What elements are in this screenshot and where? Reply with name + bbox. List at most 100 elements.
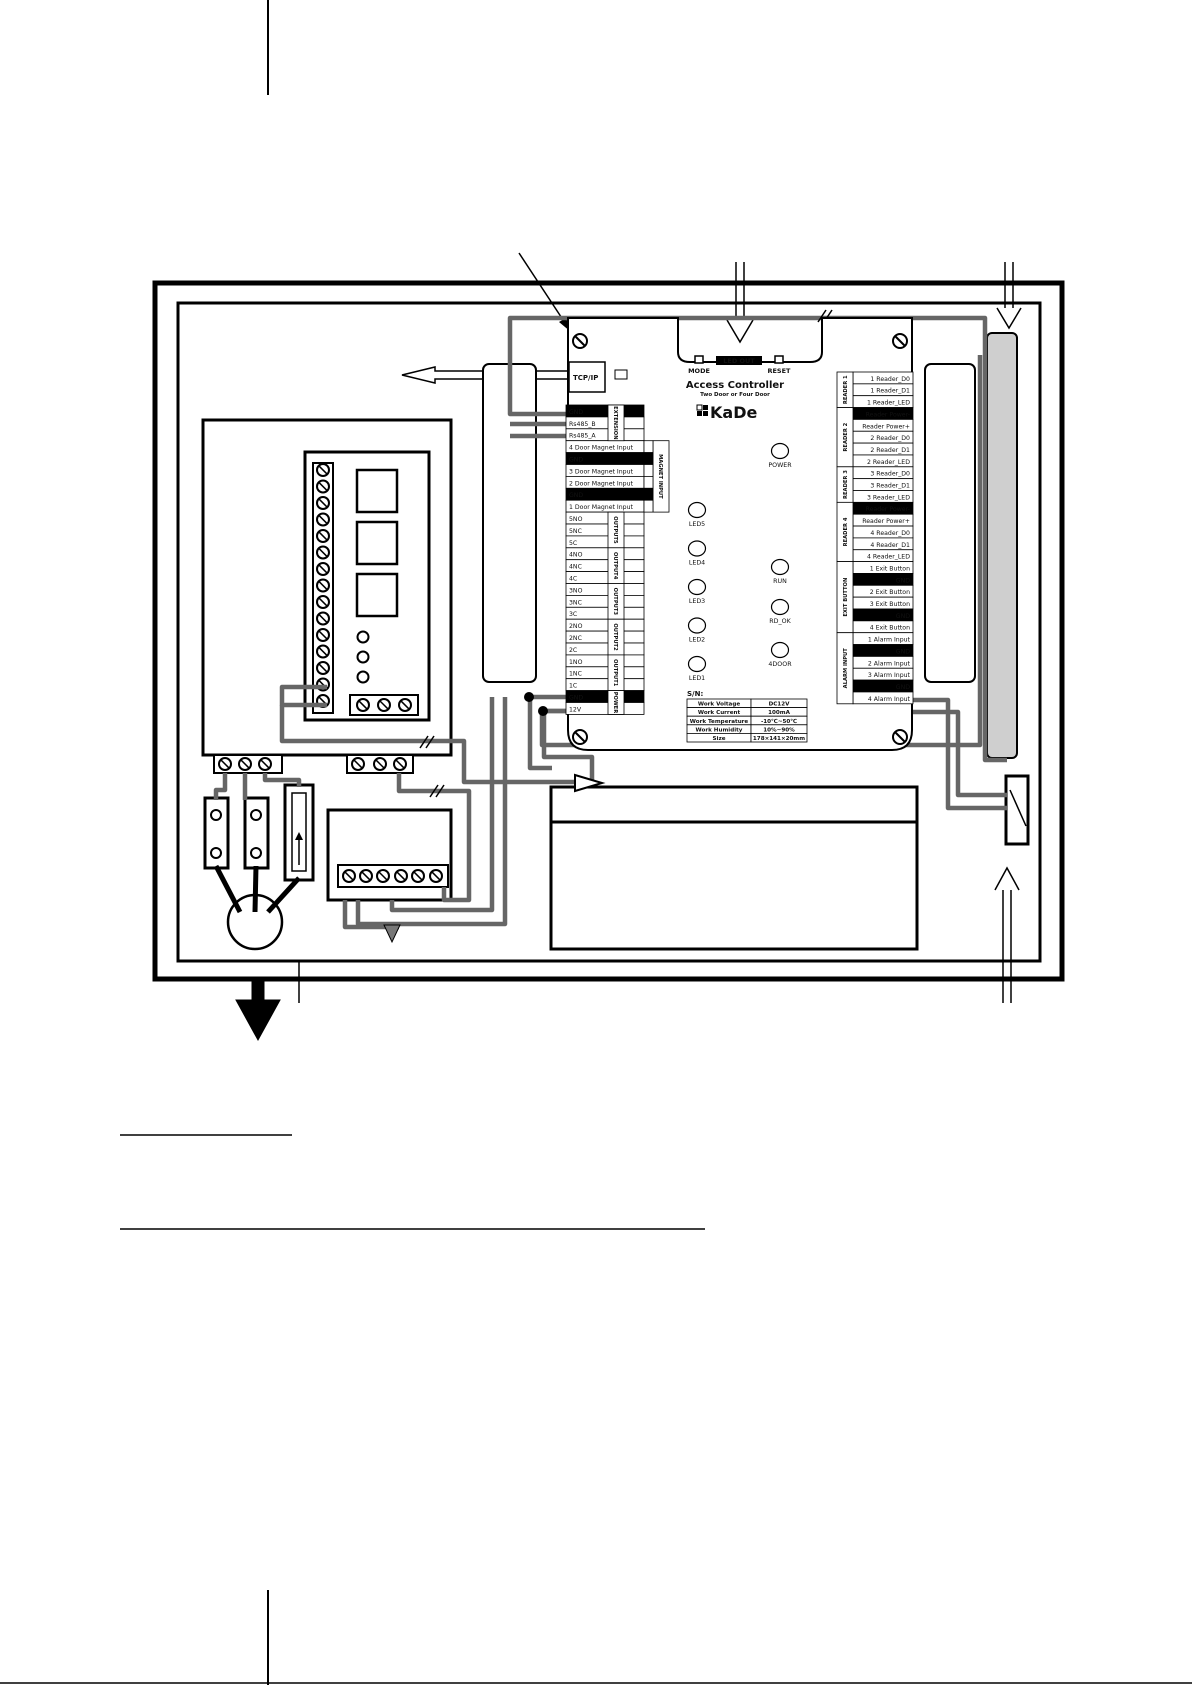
left-terminal: Rs485_A (565, 428, 645, 442)
left-terminal: 2 Door Magnet Input (565, 475, 645, 489)
access-controller-board: TCP/IP LED OUT MODE RESET Access Control… (565, 317, 914, 751)
left-terminal-label: 5NC (569, 528, 582, 535)
spec-name: Work Current (698, 710, 741, 716)
left-group-label: OUTPUT3 (612, 588, 618, 616)
right-terminal: Reader Power+ (852, 513, 914, 527)
right-terminal-label: Reader Power+ (862, 423, 910, 430)
left-terminal-label: 4C (569, 576, 577, 583)
led-label: LED2 (689, 637, 705, 644)
tamper-switch-bar (986, 332, 1018, 759)
board-title: Access Controller (686, 380, 784, 391)
terminal-screw (316, 479, 330, 494)
junction-dot (538, 706, 548, 716)
right-terminal-label: 3 Reader_D0 (870, 471, 910, 478)
cabinet-outer (152, 280, 1065, 982)
terminal-screw (351, 757, 365, 771)
left-terminal-label: GND (569, 457, 583, 464)
spec-value: -10℃~50℃ (761, 718, 797, 725)
wire-psu-dc-plus (355, 697, 508, 927)
left-terminal-label: 3 Door Magnet Input (569, 468, 634, 475)
spec-value: 10%~90% (763, 727, 795, 733)
terminal-screw (398, 698, 412, 712)
terminal-screw (316, 628, 330, 642)
psu-indicator-3 (356, 670, 370, 684)
right-terminal: Reader Power+ (852, 418, 914, 432)
psu-relay-3 (355, 572, 399, 618)
right-terminal-label: GND (896, 577, 910, 584)
terminal-screw (316, 529, 330, 543)
kade-logo-icon (696, 404, 708, 416)
wire-psu-input (279, 684, 327, 708)
right-terminal: 1 Alarm Input (852, 632, 914, 645)
right-terminal: 4 Exit Button (852, 620, 914, 634)
spec-name: Work Temperature (690, 719, 749, 725)
right-group-label: EXIT BUTTON (843, 578, 849, 617)
left-group-label: OUTPUT4 (612, 552, 618, 580)
terminal-screw (316, 611, 330, 626)
left-terminal-label: 12V (569, 706, 582, 713)
led-label: LED4 (689, 560, 705, 567)
terminal-screw (316, 463, 330, 477)
led-indicator (687, 578, 707, 596)
left-terminal: 2NO (565, 618, 645, 632)
left-terminal: GND (565, 404, 645, 418)
terminal-screw (376, 869, 390, 883)
rocker-switch (1004, 774, 1030, 846)
terminal-block-screws (218, 757, 407, 771)
wire-mains-l (213, 773, 228, 800)
wire-top-loop (507, 315, 1007, 763)
mode-label: MODE (688, 367, 710, 375)
left-terminal: 4NO (565, 547, 645, 561)
led-label: POWER (768, 462, 792, 469)
terminal-screw (393, 757, 407, 771)
cabinet-inner (176, 301, 1042, 963)
terminal-screw (316, 644, 330, 659)
right-terminal-label: 1 Reader_D0 (870, 376, 910, 383)
mounting-screws (572, 333, 908, 745)
wire-psu-to-block (279, 705, 590, 785)
left-terminal-label: 2C (569, 647, 577, 654)
right-group-label: READER 2 (843, 422, 849, 451)
right-terminal-label: 2 Reader_D0 (870, 435, 910, 442)
reset-button[interactable] (774, 355, 784, 364)
wiring-harness (213, 315, 1007, 930)
psu-indicator-1 (356, 630, 370, 644)
psu-relay-1 (355, 468, 399, 514)
spec-value: 178×141×20mm (753, 736, 805, 742)
left-group-box (607, 690, 625, 715)
connector-screw (210, 809, 222, 821)
led-label: LED5 (689, 521, 705, 528)
led-indicator (770, 641, 790, 659)
left-terminal: 12V (565, 702, 645, 715)
tcp-label: TCP/IP (573, 374, 598, 382)
right-terminal: Reader Power- (852, 407, 914, 420)
right-terminal: 2 Reader_LED (852, 454, 914, 468)
left-terminal: 1NO (565, 654, 645, 668)
left-terminal: 2NC (565, 630, 645, 644)
right-terminal-label: Reader Power- (866, 411, 910, 418)
left-terminal: 3NO (565, 583, 645, 596)
psu-relay-2 (355, 520, 399, 566)
right-terminal-label: Reader Power+ (862, 518, 910, 525)
left-terminal-label: 2 Door Magnet Input (569, 480, 634, 487)
terminal-screw (356, 698, 370, 712)
right-terminal-label: 4 Reader_D1 (870, 542, 910, 549)
left-terminal: 1 Door Magnet Input (565, 499, 645, 513)
arrow-led-out (726, 262, 754, 344)
left-terminal: GND (565, 452, 645, 465)
right-group-label: READER 4 (843, 517, 849, 546)
spec-name: Size (713, 736, 726, 742)
right-terminal: 4 Reader_D0 (852, 525, 914, 539)
left-terminal-label: Rs485_A (569, 433, 596, 440)
left-group-label: OUTPUT5 (612, 516, 618, 544)
right-terminal: 4 Reader_LED (852, 549, 914, 563)
left-terminal: Rs485_B (565, 416, 645, 430)
right-terminal-label: 2 Reader_LED (867, 459, 910, 466)
left-group-label: POWER (612, 692, 618, 713)
terminal-screw (316, 545, 330, 560)
mode-button[interactable] (694, 355, 704, 364)
left-terminal: 4 Door Magnet Input (565, 440, 645, 454)
terminal-cell-extension (643, 475, 654, 489)
wire-alarm-to-switch (908, 697, 1007, 811)
right-terminal: 2 Alarm Input (852, 656, 914, 669)
